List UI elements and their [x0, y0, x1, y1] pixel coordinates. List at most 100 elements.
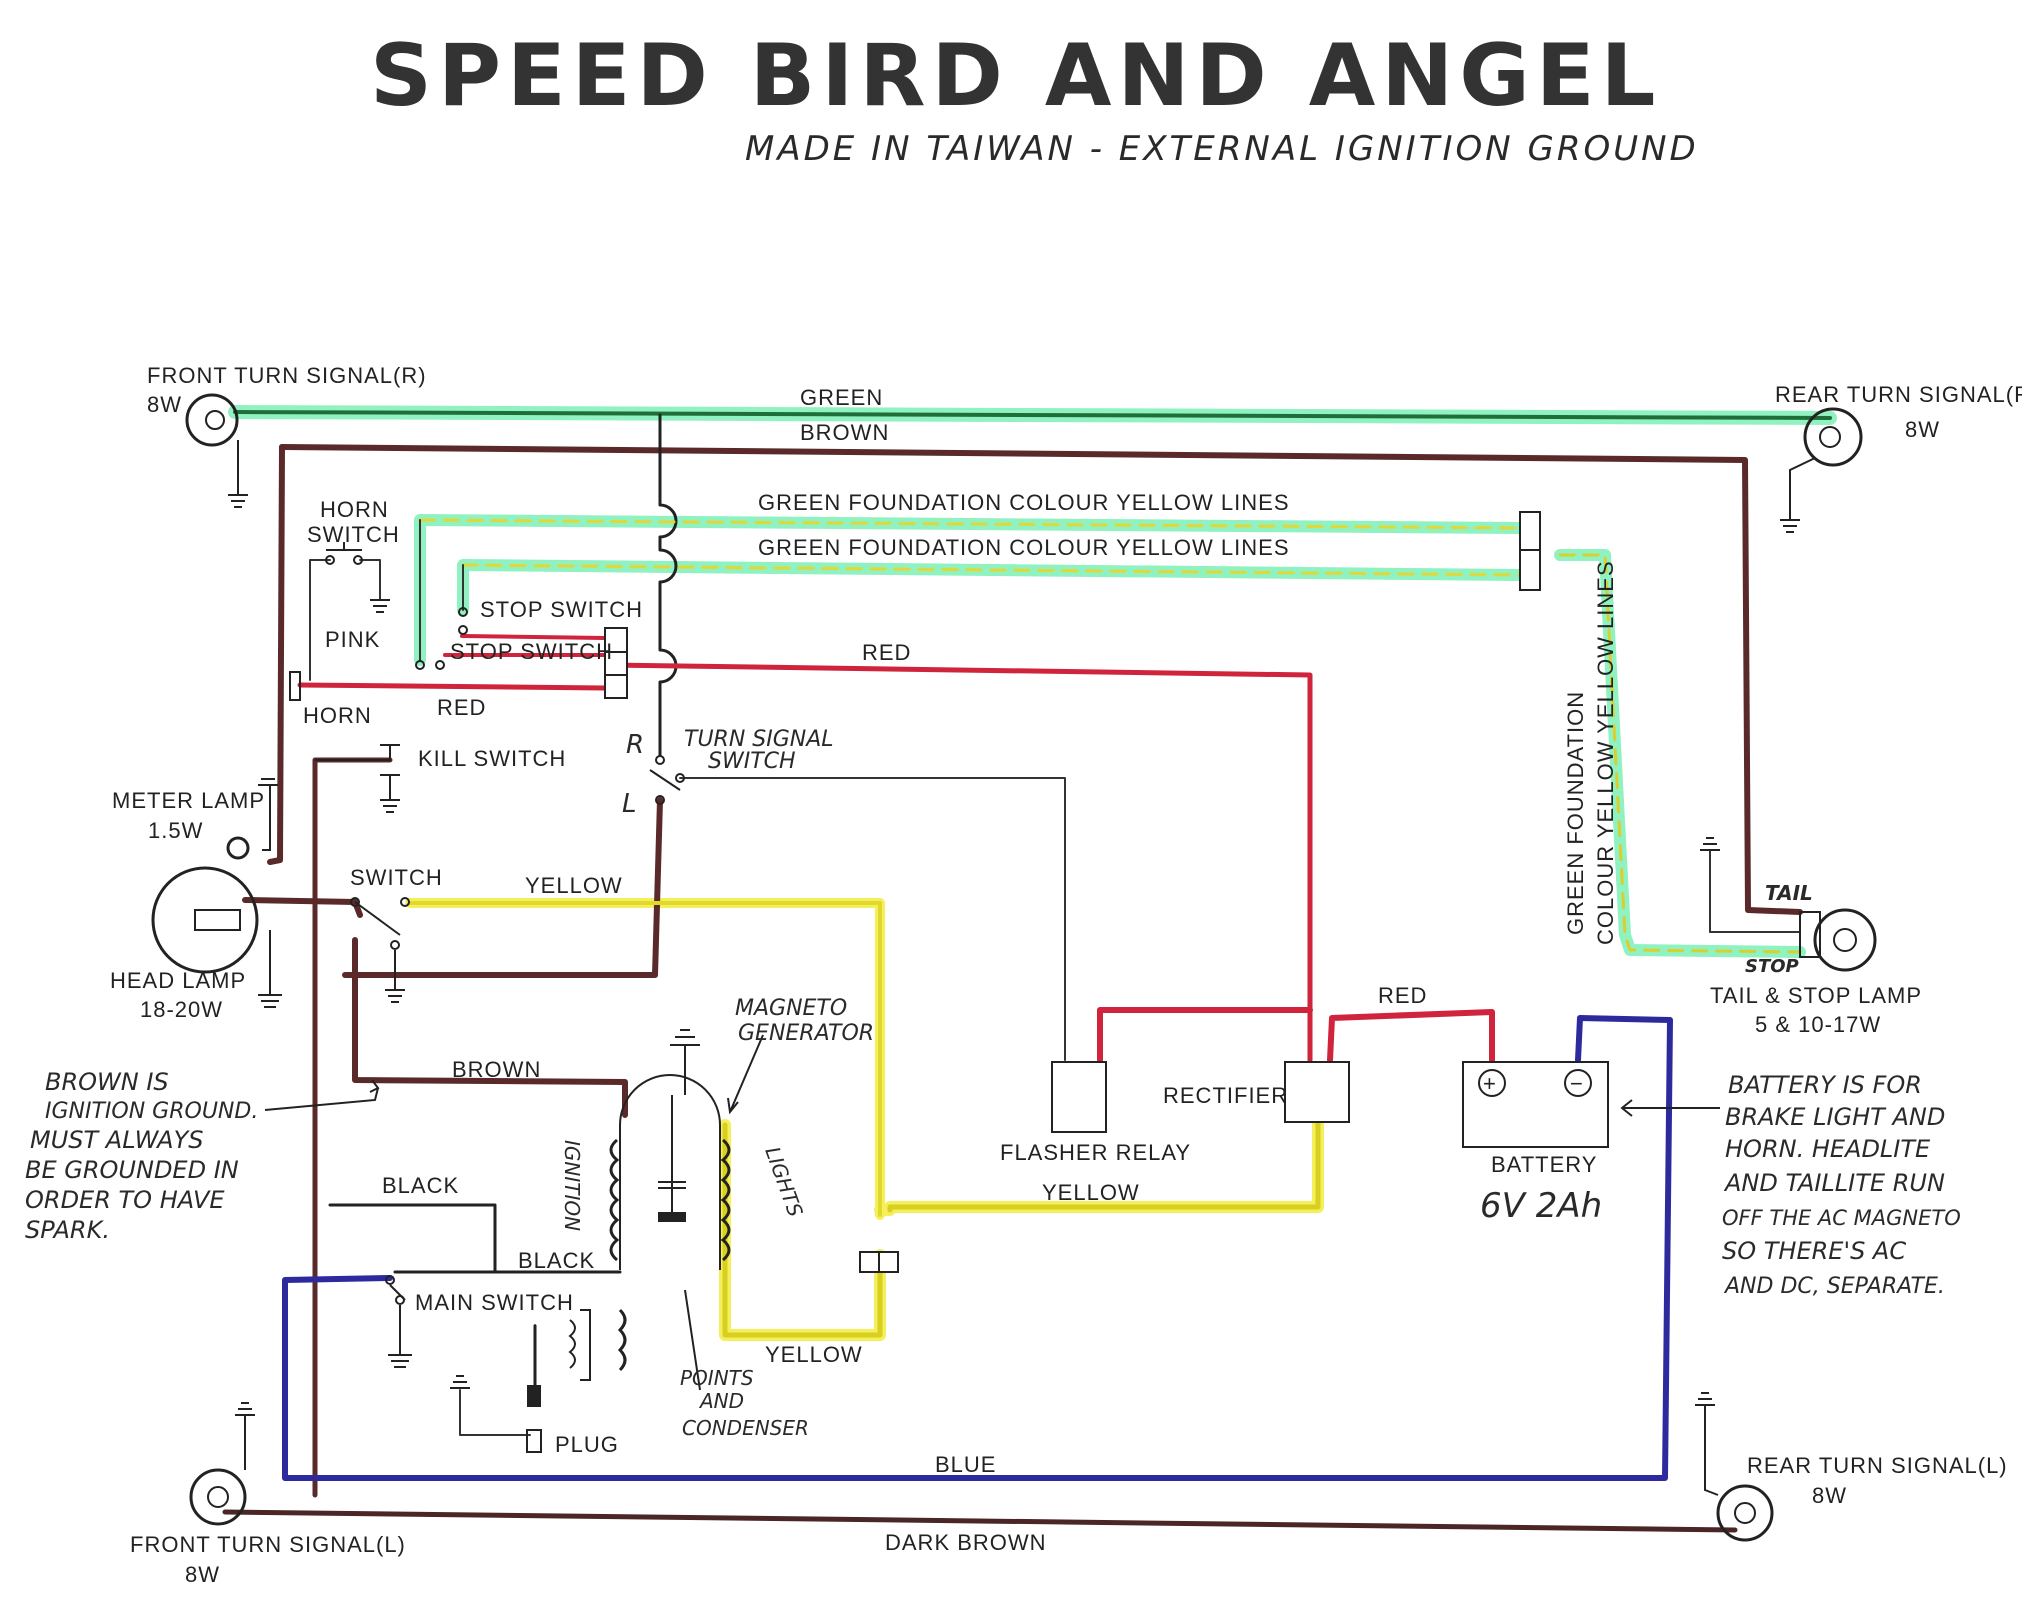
horn-switch-symbol [326, 542, 362, 551]
gfcyl2-wire [461, 563, 1522, 577]
rear-turn-signal-l-label: REAR TURN SIGNAL(L) [1747, 1453, 2008, 1478]
kill-switch-label: KILL SWITCH [418, 746, 566, 771]
main-switch-label: MAIN SWITCH [415, 1290, 574, 1315]
magneto-arrow [727, 1034, 764, 1115]
pink-wire-label: PINK [325, 627, 380, 652]
front-turn-signal-r-lamp [185, 393, 239, 447]
gfcyl1-label: GREEN FOUNDATION COLOUR YELLOW LINES [758, 490, 1290, 515]
lights-label: LIGHTS [760, 1144, 807, 1221]
note-line: IGNITION GROUND. [45, 1099, 258, 1124]
battery-box [1462, 1061, 1609, 1148]
labels: FRONT TURN SIGNAL(R) 8W REAR TURN SIGNAL… [110, 363, 2022, 1587]
tail-lamp-rating: 5 & 10-17W [1755, 1012, 1881, 1037]
ground-symbol [228, 440, 248, 508]
main-switch-symbol [385, 1275, 395, 1285]
ground-symbol [235, 1402, 255, 1470]
meter-lamp-rating: 1.5W [148, 818, 203, 843]
flasher-relay-label: FLASHER RELAY [1000, 1140, 1191, 1165]
turn-switch-label-2: SWITCH [708, 749, 796, 774]
gfcyl2-label: GREEN FOUNDATION COLOUR YELLOW LINES [758, 535, 1290, 560]
center-vertical-wire [658, 413, 678, 757]
note-line: BRAKE LIGHT AND [1725, 1103, 1945, 1131]
green-wire [233, 410, 1832, 420]
plug-wire [459, 1324, 536, 1436]
note-line: BROWN IS [45, 1068, 169, 1096]
red-horn-wire [297, 682, 608, 691]
stop-switch-2-label: STOP SWITCH [450, 639, 613, 664]
note-line: BATTERY IS FOR [1728, 1071, 1922, 1099]
flasher-relay-box [1051, 1061, 1107, 1133]
plug-label: PLUG [555, 1432, 619, 1457]
diagram-title: SPEED BIRD AND ANGEL [370, 26, 1661, 126]
gfcyl-vertical-label-1: GREEN FOUNDATION [1563, 691, 1588, 935]
ignition-label: IGNITION [560, 1140, 584, 1231]
note-line: MUST ALWAYS [30, 1126, 203, 1154]
turn-switch-l-label: L [622, 789, 637, 819]
note-line: BE GROUNDED IN [25, 1156, 239, 1184]
headlamp-wire [242, 897, 363, 918]
green-wire-label: GREEN [800, 385, 883, 410]
red-top-wire-label: RED [862, 640, 911, 665]
note-line: ORDER TO HAVE [25, 1186, 225, 1214]
gfcyl-vertical-wire [1558, 553, 1802, 954]
black-wire-2-label: BLACK [518, 1248, 595, 1273]
note-arrow-right [1620, 1099, 1720, 1117]
front-turn-signal-r-rating: 8W [147, 392, 182, 417]
horn-switch-label-2: SWITCH [307, 522, 400, 547]
battery-plus: + [1483, 1071, 1497, 1096]
note-line: SO THERE'S AC [1722, 1237, 1906, 1265]
tail-label: TAIL [1765, 881, 1813, 905]
note-brown-ground: BROWN IS IGNITION GROUND. MUST ALWAYS BE… [25, 1068, 258, 1244]
plug-symbol [527, 1385, 541, 1407]
note-line: OFF THE AC MAGNETO [1722, 1206, 1961, 1230]
stop-switch-2-symbol [415, 660, 425, 670]
red-rectifier-wire-label: RED [1378, 983, 1427, 1008]
turn-switch-r-label: R [626, 730, 644, 760]
dark-brown-wire [222, 1509, 1738, 1533]
brown-mid-wire-label: BROWN [452, 1057, 541, 1082]
red-top-wire [607, 662, 1313, 1063]
note-line: HORN. HEADLITE [1725, 1135, 1931, 1163]
battery-minus: − [1570, 1071, 1584, 1096]
meter-lamp-symbol [226, 836, 250, 860]
brown-top-wire [279, 444, 1803, 915]
yellow-top-wire-label: YELLOW [525, 873, 623, 898]
rear-turn-signal-l-rating: 8W [1812, 1483, 1847, 1508]
stop-switch-1-label: STOP SWITCH [480, 597, 643, 622]
magneto-label-1: MAGNETO [735, 996, 847, 1021]
note-arrow-left [264, 1079, 380, 1111]
yellow-bottom-wire [722, 1122, 883, 1338]
wires [222, 410, 1832, 1533]
dark-brown-wire-label: DARK BROWN [885, 1530, 1047, 1555]
note-line: AND TAILLITE RUN [1723, 1169, 1945, 1197]
yellow-mid-wire-label: YELLOW [1042, 1180, 1140, 1205]
head-lamp-symbol [151, 866, 259, 974]
yellow-bottom-wire-label: YELLOW [765, 1342, 863, 1367]
battery-label: BATTERY [1491, 1152, 1597, 1177]
horn-switch-label-1: HORN [320, 497, 389, 522]
ground-symbol [1695, 1392, 1719, 1496]
battery-rating: 6V 2Ah [1480, 1186, 1602, 1226]
gfcyl1-wire [418, 518, 1522, 530]
rear-turn-signal-l-lamp [1716, 1484, 1774, 1542]
yellow-mid-wire [887, 1102, 1321, 1213]
rectifier-label: RECTIFIER [1163, 1083, 1288, 1108]
points-label-1: POINTS [680, 1366, 754, 1390]
stop-switch-connector [604, 627, 628, 699]
ground-symbol [258, 930, 282, 1008]
tail-ground-wire [1709, 849, 1801, 933]
magneto-generator-symbol [609, 1029, 731, 1270]
component-symbols [151, 393, 1877, 1542]
front-turn-signal-r-label: FRONT TURN SIGNAL(R) [147, 363, 427, 388]
stop-label: STOP [1745, 956, 1799, 977]
red-horn-wire-label: RED [437, 695, 486, 720]
head-lamp-label: HEAD LAMP [110, 968, 246, 993]
rectifier-box [1284, 1061, 1350, 1123]
tail-lamp-label: TAIL & STOP LAMP [1710, 983, 1922, 1008]
meter-lamp-label: METER LAMP [112, 788, 265, 813]
front-turn-signal-l-lamp [189, 1468, 247, 1526]
turn-switch-symbol [655, 755, 665, 765]
blue-wire [282, 1015, 1673, 1481]
kill-switch-symbol [315, 744, 400, 813]
points-label-2: AND [698, 1389, 744, 1413]
